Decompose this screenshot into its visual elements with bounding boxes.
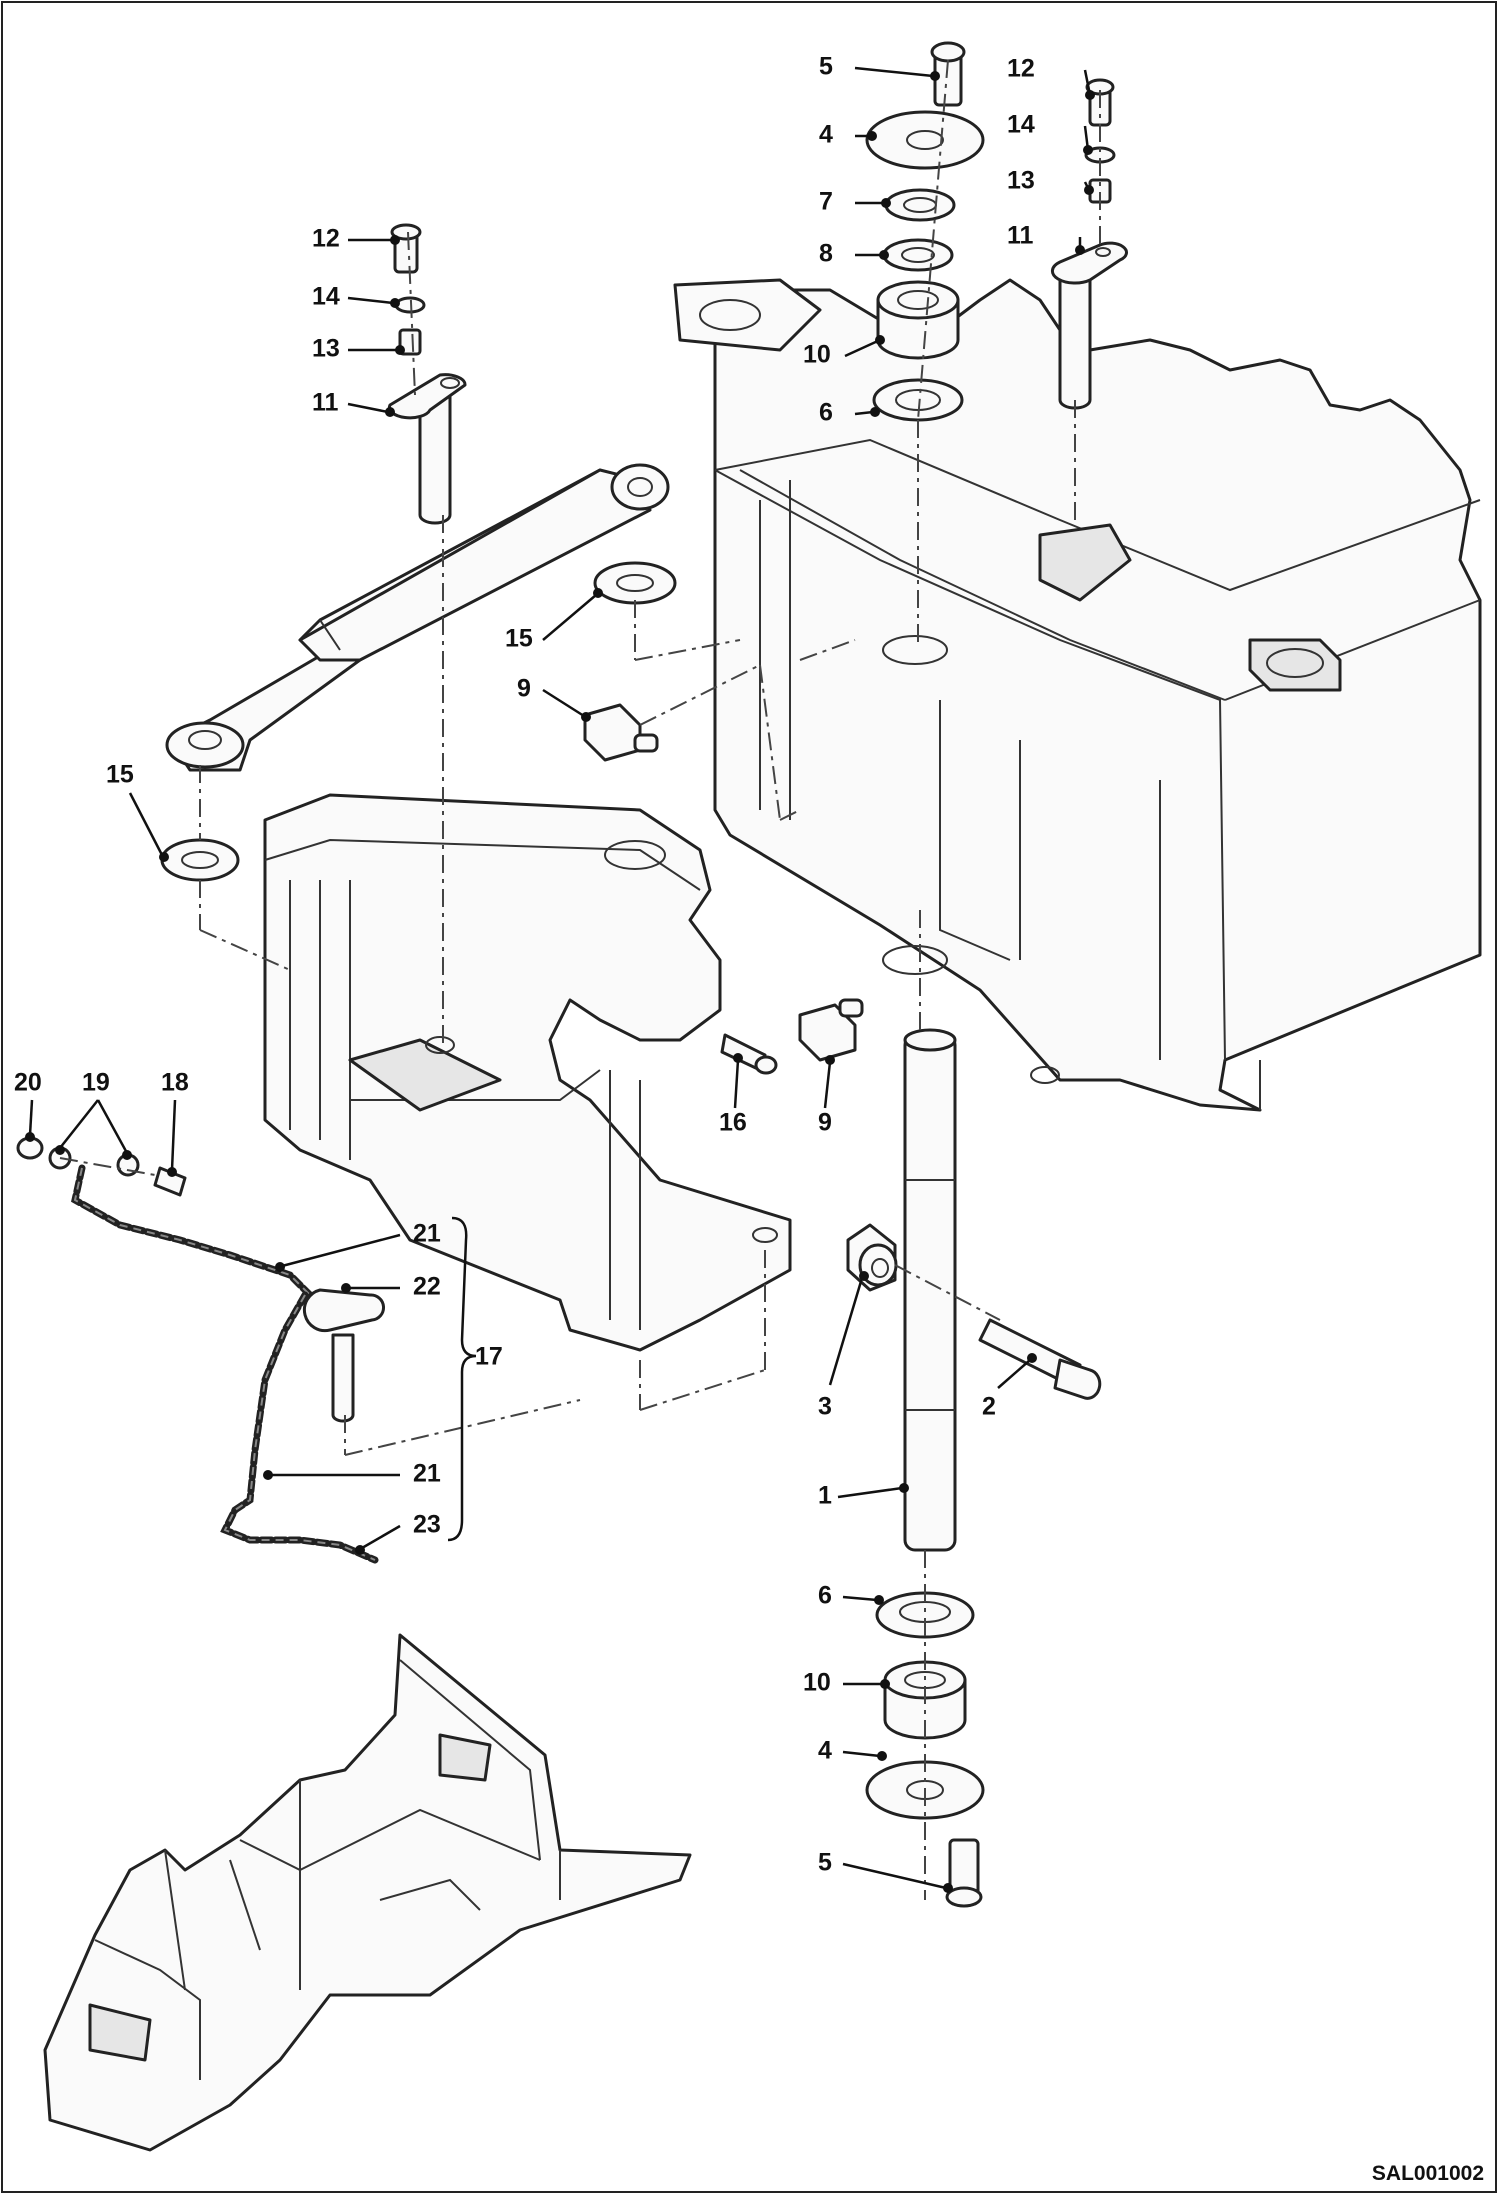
callout-12-right: 12 xyxy=(1007,55,1035,83)
hardware-18-19-20 xyxy=(16,1136,187,1197)
callout-4-bottom: 4 xyxy=(818,1737,832,1765)
callout-16: 16 xyxy=(719,1109,747,1137)
callout-22: 22 xyxy=(413,1273,441,1301)
lock-pin-left xyxy=(387,223,467,525)
grease-fittings xyxy=(583,703,864,1075)
rear-frame-section xyxy=(673,278,1482,1112)
callout-17: 17 xyxy=(475,1343,503,1371)
machine-overview xyxy=(43,1633,692,2152)
callout-20: 20 xyxy=(14,1069,42,1097)
callout-11-left: 11 xyxy=(312,389,339,417)
callout-15-upper: 15 xyxy=(505,625,533,653)
steering-cylinder xyxy=(165,463,670,772)
callout-14-left: 14 xyxy=(312,283,340,311)
callout-10-top: 10 xyxy=(803,341,831,369)
group-brace-17 xyxy=(447,1216,477,1542)
lock-pin-right xyxy=(1050,78,1128,410)
callout-8: 8 xyxy=(819,240,833,268)
callout-21-lower: 21 xyxy=(413,1460,441,1488)
callout-12-left: 12 xyxy=(312,225,340,253)
callout-labels: 5 4 7 8 10 6 12 14 13 11 12 14 13 11 15 … xyxy=(14,53,1035,1877)
callout-4-top: 4 xyxy=(819,121,833,149)
callout-1: 1 xyxy=(818,1482,832,1510)
king-pin xyxy=(903,1028,957,1552)
callout-13-right: 13 xyxy=(1007,167,1035,195)
drawing-code: SAL001002 xyxy=(1372,2162,1484,2185)
callout-11-right: 11 xyxy=(1007,222,1034,250)
callout-10-bottom: 10 xyxy=(803,1669,831,1697)
callout-9-upper: 9 xyxy=(517,675,531,703)
callout-3: 3 xyxy=(818,1393,832,1421)
callout-21-upper: 21 xyxy=(413,1220,441,1248)
callout-5-bottom: 5 xyxy=(818,1849,832,1877)
washers-15 xyxy=(160,561,677,882)
safety-chain xyxy=(71,1164,385,1564)
callout-5-top: 5 xyxy=(819,53,833,81)
callout-18: 18 xyxy=(161,1069,189,1097)
callout-14-right: 14 xyxy=(1007,111,1035,139)
callout-13-left: 13 xyxy=(312,335,340,363)
callout-2: 2 xyxy=(982,1393,996,1421)
callout-15-lower: 15 xyxy=(106,761,134,789)
callout-6-top: 6 xyxy=(819,399,833,427)
callout-9-lower: 9 xyxy=(818,1109,832,1137)
callout-19: 19 xyxy=(82,1069,110,1097)
center-lines xyxy=(59,59,1101,1900)
callout-6-bottom: 6 xyxy=(818,1582,832,1610)
callout-7: 7 xyxy=(819,188,833,216)
front-frame-section xyxy=(263,793,792,1352)
callout-23: 23 xyxy=(413,1511,441,1539)
bushing-and-bolt xyxy=(846,1223,1102,1400)
callout-leaders xyxy=(25,66,1095,1893)
